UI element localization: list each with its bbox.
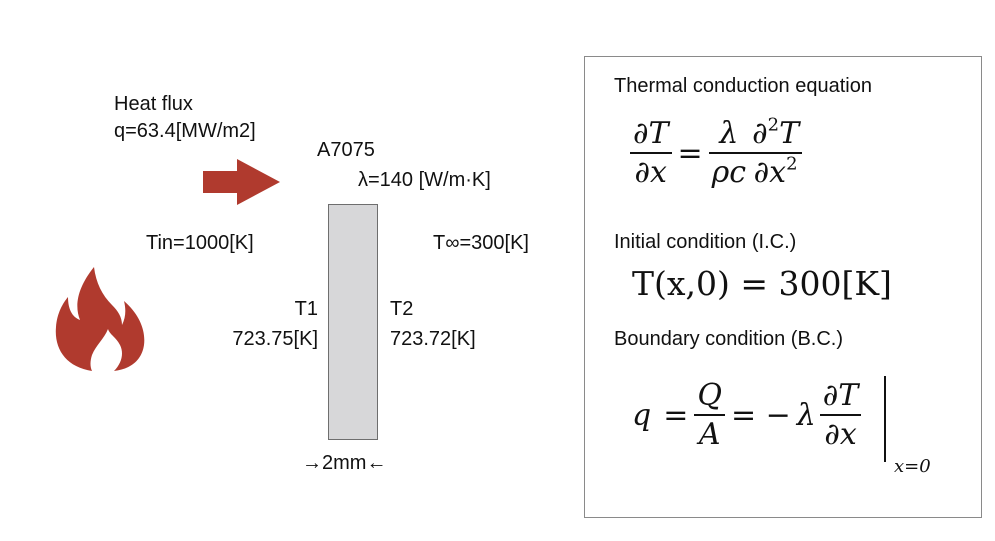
boundary-subscript: x=0 bbox=[894, 456, 931, 477]
heat-flux-value: q=63.4[MW/m2] bbox=[114, 120, 256, 142]
heat-flux-title: Heat flux bbox=[114, 93, 193, 115]
t1-value: 723.75[K] bbox=[232, 328, 318, 350]
ambient-temperature: T∞=300[K] bbox=[433, 232, 529, 254]
flame-icon bbox=[55, 267, 145, 371]
right-arrow-icon bbox=[203, 159, 280, 205]
t1-label: T1 bbox=[294, 298, 318, 320]
thickness-label: →2mm← bbox=[302, 452, 387, 474]
initial-condition-title: Initial condition (I.C.) bbox=[614, 231, 797, 253]
inlet-temperature: Tin=1000[K] bbox=[146, 232, 254, 254]
material-conductivity: λ=140 [W/m·K] bbox=[358, 169, 491, 191]
evaluation-bar bbox=[884, 376, 886, 462]
equation-box bbox=[584, 56, 982, 518]
material-name: A7075 bbox=[317, 139, 375, 161]
boundary-condition-title: Boundary condition (B.C.) bbox=[614, 328, 844, 350]
t2-label: T2 bbox=[390, 298, 414, 320]
initial-condition-equation: T(x,0) = 300[K] bbox=[632, 264, 892, 303]
conduction-title: Thermal conduction equation bbox=[614, 75, 872, 97]
plate bbox=[328, 204, 378, 440]
t2-value: 723.72[K] bbox=[390, 328, 476, 350]
